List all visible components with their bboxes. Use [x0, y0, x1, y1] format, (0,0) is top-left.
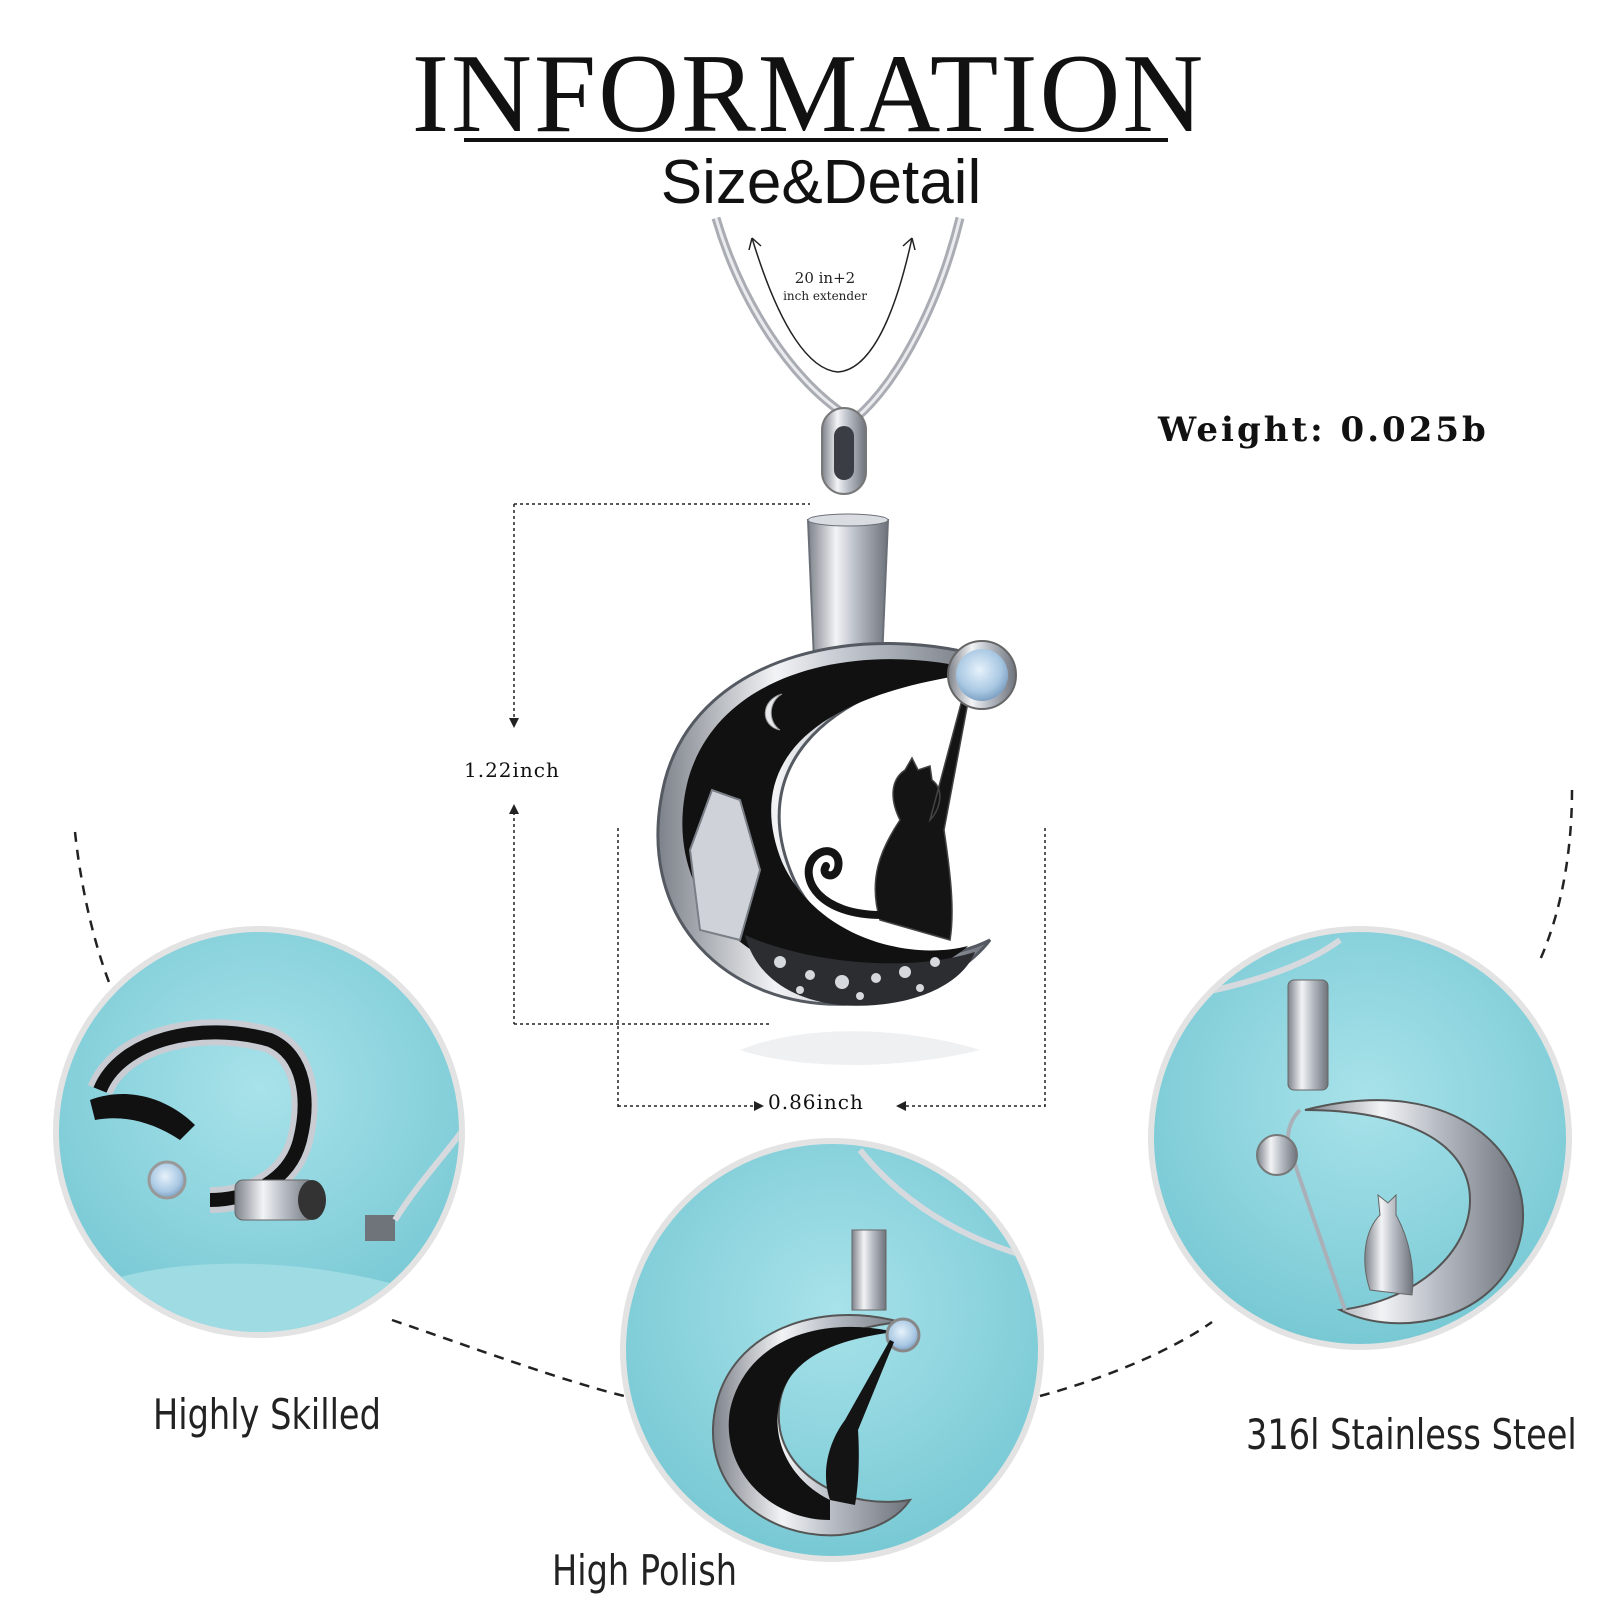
- detail-caption-high-polish: High Polish: [552, 1546, 737, 1595]
- chain-length-label: 20 in+2 inch extender: [770, 268, 880, 304]
- page-title: INFORMATION: [411, 32, 1206, 156]
- detail-caption-highly-skilled: Highly Skilled: [153, 1390, 381, 1439]
- page-subtitle: Size&Detail: [660, 148, 982, 217]
- chain-length-line1: 20 in+2: [794, 269, 856, 287]
- weight-label: Weight: 0.025b: [1158, 410, 1489, 450]
- connector-dashed-arcs: [73, 789, 1574, 1398]
- width-dimension-label: 0.86inch: [768, 1090, 864, 1114]
- chain-measure-arrow: [751, 237, 913, 373]
- chain: [711, 216, 965, 422]
- detail-caption-stainless-steel: 316l Stainless Steel: [1246, 1410, 1577, 1459]
- pendant-cylinder: [806, 519, 890, 661]
- chain-length-line2: inch extender: [783, 289, 867, 304]
- moon-pendant: [656, 640, 1017, 1006]
- height-dimension-label: 1.22inch: [464, 758, 560, 782]
- dimension-lines: [513, 503, 1046, 1108]
- detail-photo-high-polish: [620, 1138, 1044, 1562]
- detail-photo-highly-skilled: [53, 926, 465, 1338]
- detail-photo-stainless-steel: [1148, 926, 1572, 1350]
- title-underline: [464, 138, 1168, 142]
